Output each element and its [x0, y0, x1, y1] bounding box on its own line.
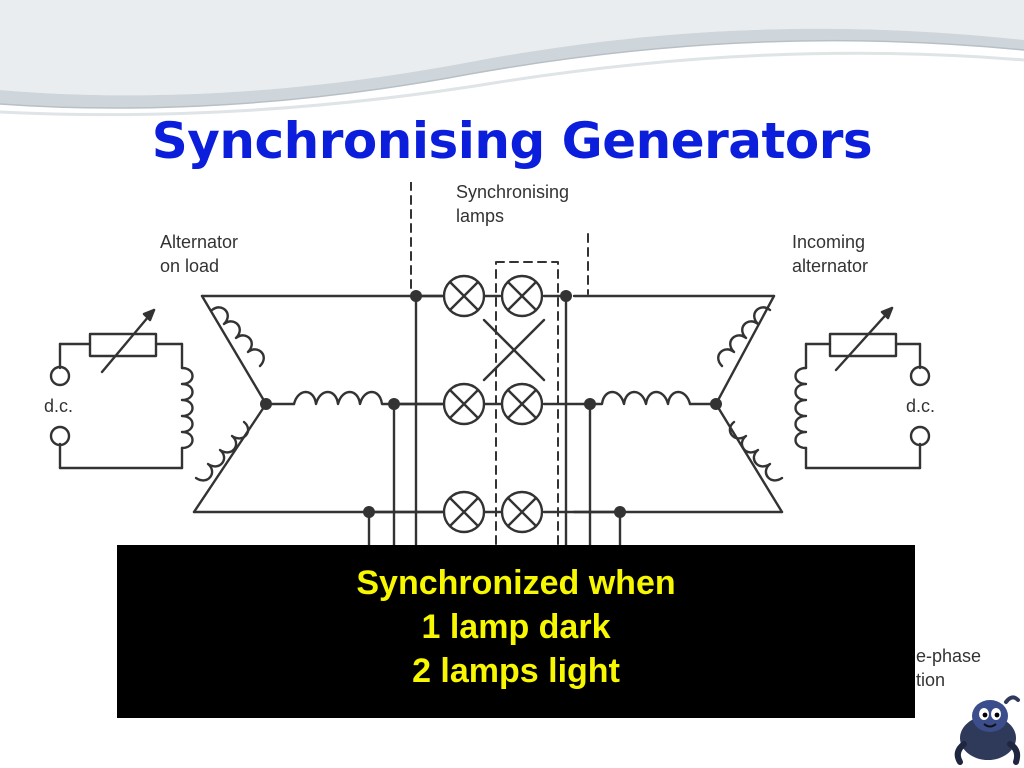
left-field-circuit: [49, 308, 194, 470]
label-synchronising-lamps: Synchronising lamps: [456, 182, 570, 226]
header-swoosh-decoration: [0, 0, 1024, 117]
lamp-1: [442, 274, 486, 318]
label-dc-left: d.c.: [44, 396, 74, 416]
junction-dots: [260, 290, 722, 518]
callout-line-1: Synchronized when: [356, 564, 676, 602]
label-alternator-on-load: Alternator on load: [160, 232, 239, 276]
callout-line-3: 2 lamps light: [412, 652, 620, 690]
mascot-logo-icon: [954, 695, 1021, 765]
label-dc-right: d.c.: [906, 396, 936, 416]
lamp-3: [442, 382, 486, 426]
synchronising-lamps: [442, 274, 544, 534]
label-partial-phase: e-phase tion: [916, 646, 982, 690]
right-field-circuit: [794, 306, 931, 470]
label-incoming-alternator: Incoming alternator: [792, 232, 869, 276]
lamp-2: [500, 274, 544, 318]
lamp-6: [500, 490, 544, 534]
left-star-winding: [192, 294, 396, 514]
dashed-leader-lines: [410, 182, 589, 713]
slide-title: Synchronising Generators: [151, 112, 873, 170]
right-star-winding: [582, 294, 784, 514]
sync-condition-callout: Synchronized when 1 lamp dark 2 lamps li…: [117, 545, 915, 718]
lamp-5: [442, 490, 486, 534]
callout-line-2: 1 lamp dark: [421, 608, 611, 646]
lamp-4: [500, 382, 544, 426]
